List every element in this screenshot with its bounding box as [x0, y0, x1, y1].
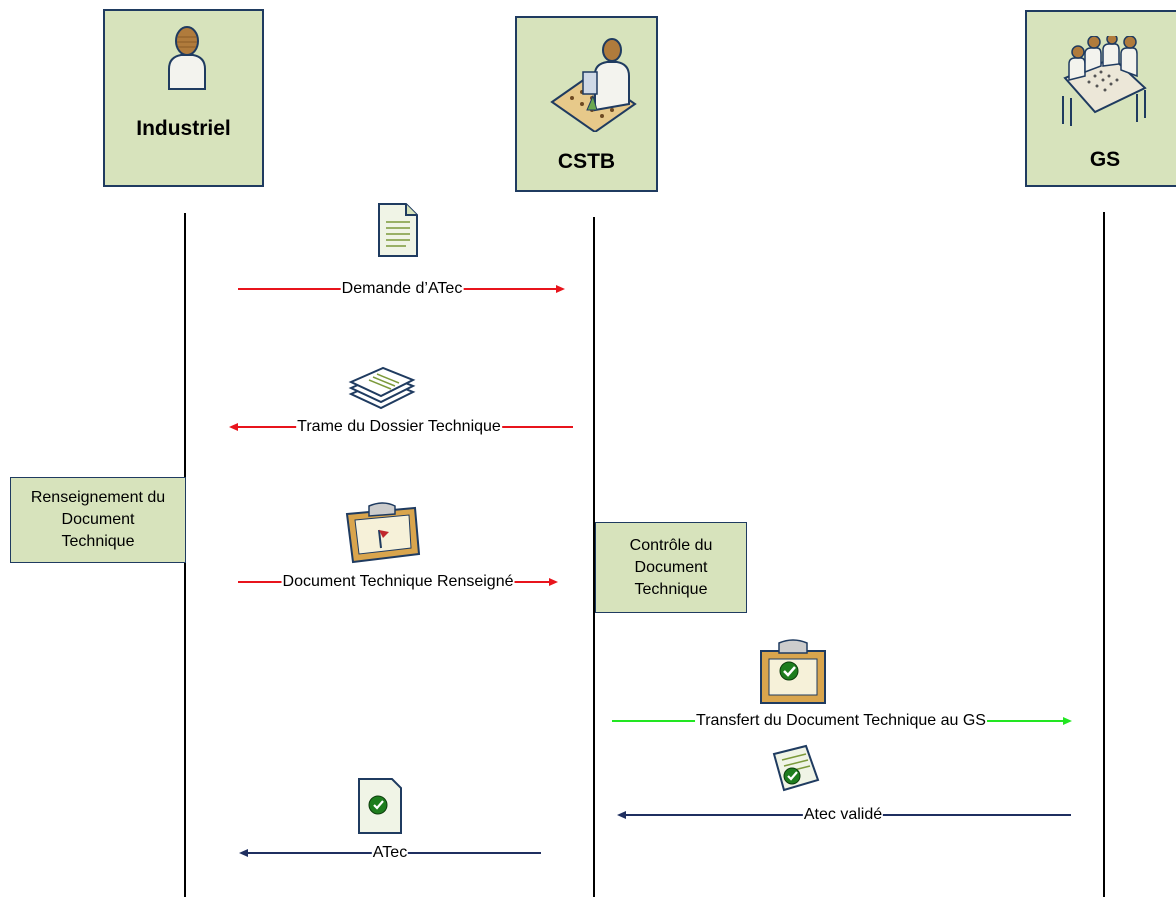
person-icon [168, 26, 206, 90]
lifeline-gs [1103, 212, 1105, 897]
note-renseignement: Renseignement du Document Technique [10, 477, 186, 563]
message-trame-dossier: Trame du Dossier Technique [229, 417, 573, 437]
actor-label: GS [1089, 148, 1121, 171]
actor-gs: GS [1025, 10, 1176, 187]
note-controle: Contrôle du Document Technique [595, 522, 747, 613]
clipboard-check-icon [760, 639, 826, 704]
message-document-renseigne: Document Technique Renseigné [238, 572, 558, 592]
actor-industriel: Industriel [103, 9, 264, 187]
clipboard-flag-icon [345, 502, 421, 564]
message-demande-atec: Demande d’ATec [238, 279, 565, 299]
message-label: ATec [371, 843, 409, 863]
message-transfert-gs: Transfert du Document Technique au GS [612, 711, 1072, 731]
message-atec: ATec [239, 843, 541, 863]
certificate-check-icon [358, 778, 402, 834]
document-check-icon [772, 744, 820, 792]
office-worker-icon [550, 38, 637, 132]
message-label: Atec validé [802, 805, 884, 825]
document-stack-icon [348, 366, 416, 410]
actor-label: CSTB [557, 150, 616, 173]
message-label: Demande d’ATec [340, 279, 464, 299]
message-atec-valide: Atec validé [617, 805, 1071, 825]
document-icon [378, 203, 418, 257]
lifeline-cstb [593, 217, 595, 897]
actor-cstb: CSTB [515, 16, 658, 192]
message-label: Document Technique Renseigné [281, 572, 515, 592]
meeting-group-icon [1062, 36, 1147, 126]
actor-label: Industriel [136, 117, 231, 140]
message-label: Trame du Dossier Technique [296, 417, 502, 437]
message-label: Transfert du Document Technique au GS [695, 711, 987, 731]
